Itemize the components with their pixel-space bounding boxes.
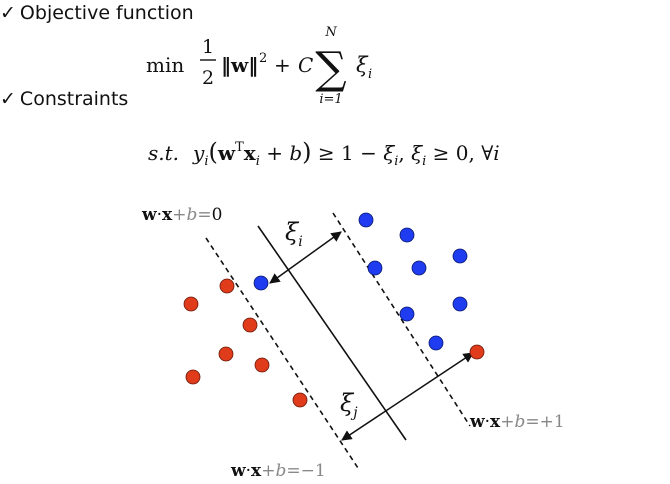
red-point — [185, 369, 201, 385]
slack-arrow-xi-i — [269, 231, 342, 284]
geq-zero-forall: ≥ 0, ∀ — [426, 141, 493, 165]
label-boundary-eq-0: w·x+b=0 — [141, 205, 222, 225]
blue-point — [411, 260, 427, 276]
blue-point — [367, 260, 383, 276]
red-point — [218, 346, 234, 362]
left-paren: ( — [209, 138, 218, 166]
such-that: s.t. — [148, 141, 179, 165]
red-point — [219, 278, 235, 294]
plus-b: + b — [260, 141, 302, 165]
xi-subscript-2: i — [422, 154, 426, 169]
slack-arrow-xi-j — [341, 352, 474, 441]
right-paren: ) — [302, 138, 311, 166]
red-point — [183, 296, 199, 312]
c-parameter: C — [298, 53, 313, 77]
xi-symbol: ξ — [383, 141, 395, 165]
red-point — [242, 317, 258, 333]
blue-point — [399, 227, 415, 243]
blue-point — [399, 306, 415, 322]
xi-symbol-2: ξ — [411, 141, 423, 165]
xi-subscript: i — [368, 67, 372, 82]
decision-boundary-line — [257, 225, 407, 441]
summation-sign: ∑ — [315, 43, 346, 94]
xi-subscript: i — [394, 154, 398, 169]
y-subscript: i — [204, 154, 208, 169]
forall-variable: i — [493, 141, 499, 165]
geq-one-minus: ≥ 1 − — [312, 141, 384, 165]
constraint-formula: s.t.yi(wTxi + b) ≥ 1 − ξi, ξi ≥ 0, ∀i — [148, 138, 500, 169]
blue-point — [452, 296, 468, 312]
x-subscript: i — [256, 154, 260, 169]
label-margin-minus-1: w·x+b=−1 — [230, 461, 326, 481]
blue-point — [452, 248, 468, 264]
sum-lower-limit: i=1 — [319, 92, 342, 107]
bullet-label: Constraints — [19, 88, 129, 110]
bullet-objective-function: ✓Objective function — [0, 2, 194, 24]
constraint-text: s.t.yi(wTxi + b) ≥ 1 − ξi, ξi ≥ 0, ∀i — [148, 138, 500, 169]
red-point — [254, 357, 270, 373]
norm-exponent: 2 — [259, 51, 267, 66]
fraction-denominator: 2 — [202, 67, 214, 89]
bullet-constraints: ✓Constraints — [0, 88, 128, 110]
data-points — [183, 212, 485, 408]
blue-point — [358, 212, 374, 228]
xi-slack: ξ — [356, 53, 369, 77]
red-point-misclassified — [469, 344, 485, 360]
red-point — [292, 392, 308, 408]
plus-sign: + — [274, 53, 291, 77]
negative-margin-line — [205, 237, 359, 469]
w-vector: w — [217, 141, 236, 165]
min-operator: min — [146, 53, 184, 77]
norm-w: ‖w‖ — [221, 53, 258, 77]
transpose-mark: T — [235, 140, 244, 155]
label-margin-plus-1: w·x+b=+1 — [469, 412, 565, 432]
fraction-numerator: 1 — [202, 36, 214, 58]
sum-upper-limit: N — [324, 25, 337, 40]
positive-margin-line — [332, 212, 471, 427]
xi-j-label: ξj — [340, 389, 358, 421]
checkmark-icon: ✓ — [0, 88, 16, 110]
y-label: y — [192, 141, 205, 165]
bullet-label: Objective function — [19, 2, 194, 24]
objective-formula: min 1 2 ‖w‖ 2 + C N ∑ i=1 ξ i — [146, 25, 372, 107]
comma: , — [398, 141, 411, 165]
blue-point-misclassified — [253, 275, 269, 291]
xi-i-label: ξi — [285, 218, 303, 250]
blue-point — [428, 335, 444, 351]
x-vector: x — [244, 141, 257, 165]
checkmark-icon: ✓ — [0, 2, 16, 24]
